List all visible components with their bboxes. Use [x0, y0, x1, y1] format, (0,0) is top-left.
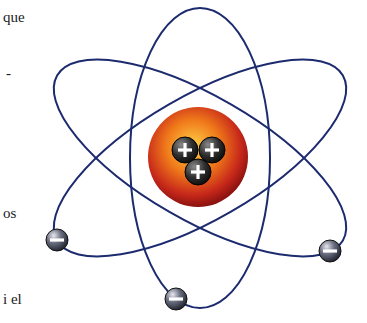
proton	[185, 159, 211, 185]
nucleus	[148, 107, 248, 207]
electron	[165, 288, 187, 310]
text-fragment: i el	[3, 290, 22, 308]
electron	[319, 240, 341, 262]
proton-group	[172, 137, 225, 185]
text-fragment: os	[3, 204, 16, 222]
text-fragment: -	[6, 64, 11, 82]
orbit	[26, 22, 367, 294]
orbit-group	[26, 8, 367, 308]
proton	[199, 137, 225, 163]
text-fragment: que	[3, 8, 25, 26]
electron	[46, 229, 68, 251]
orbit	[26, 22, 367, 294]
orbit	[130, 8, 270, 308]
electron-group	[46, 229, 341, 310]
